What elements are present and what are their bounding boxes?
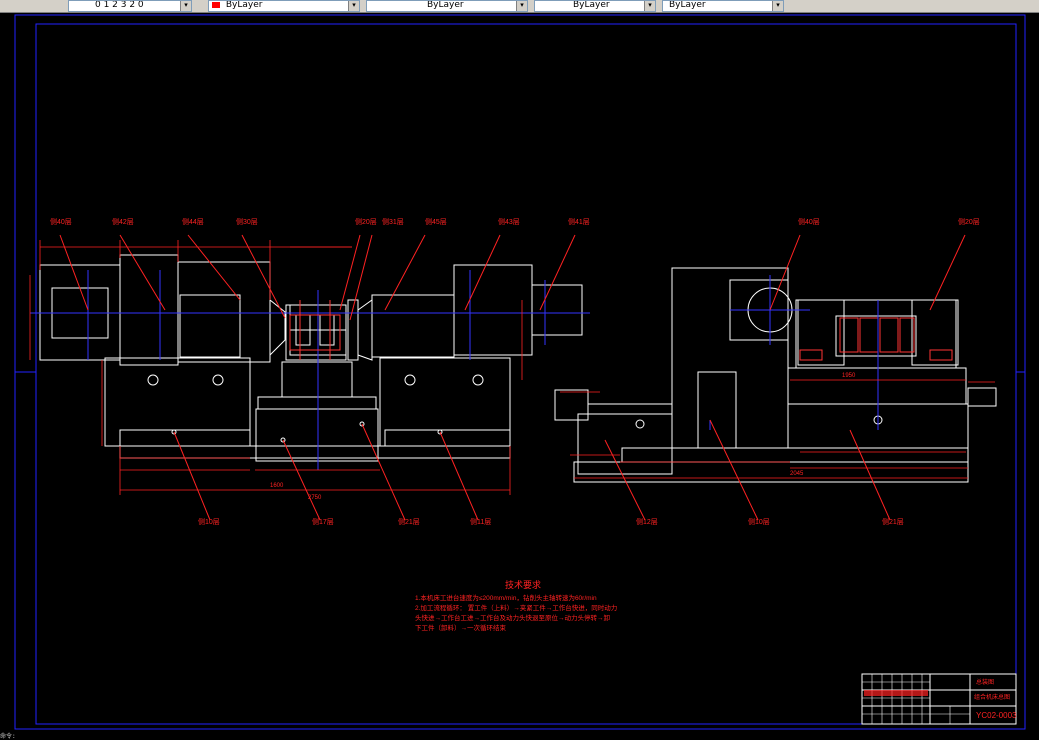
callout-top: 侧20层 bbox=[355, 217, 377, 226]
note-line: 头快进→工作台工进→工作台及动力头快退至原位→动力头停转→卸 bbox=[415, 613, 611, 622]
leader-lines bbox=[59, 234, 966, 521]
layer-dropdown[interactable]: 0 1 2 3 2 0 ▾ bbox=[68, 0, 192, 12]
lineweight-value: ByLayer bbox=[573, 0, 610, 10]
plotstyle-value: ByLayer bbox=[669, 0, 706, 10]
layer-value: 0 1 2 3 2 0 bbox=[95, 0, 144, 10]
chevron-down-icon: ▾ bbox=[180, 1, 191, 11]
callout-top: 侧40层 bbox=[50, 217, 72, 226]
callout-bottom: 侧10层 bbox=[748, 517, 770, 526]
note-line: 2.加工流程循环： 置工件（上料）→夹紧工件→工作台快进，同时动力 bbox=[415, 603, 617, 612]
chevron-down-icon: ▾ bbox=[516, 1, 527, 11]
linetype-dropdown[interactable]: ByLayer ▾ bbox=[366, 0, 528, 12]
plotstyle-dropdown[interactable]: ByLayer ▾ bbox=[662, 0, 784, 12]
command-line[interactable]: 命令: bbox=[0, 733, 16, 740]
dim-label: 1600 bbox=[270, 483, 284, 489]
callout-bottom: 侧21层 bbox=[398, 517, 420, 526]
callout-top: 侧44层 bbox=[182, 217, 204, 226]
callout-bottom: 侧10层 bbox=[198, 517, 220, 526]
title-block-sub: 组合机床总图 bbox=[974, 693, 1010, 701]
callout-top: 侧41层 bbox=[568, 217, 590, 226]
callout-top: 侧42层 bbox=[112, 217, 134, 226]
callout-bottom: 侧12层 bbox=[636, 517, 658, 526]
callout-top: 侧20层 bbox=[958, 217, 980, 226]
left-machine bbox=[39, 254, 583, 462]
callout-bottom: 侧11层 bbox=[470, 517, 491, 526]
callout-bottom: 侧17层 bbox=[312, 517, 334, 526]
callout-top: 侧40层 bbox=[798, 217, 820, 226]
technical-notes: 技术要求 1.本机床工进台速度为≤200mm/min，钻削头主轴转速为60r/m… bbox=[415, 579, 617, 632]
color-dropdown[interactable]: ByLayer ▾ bbox=[208, 0, 360, 12]
title-block-name: 总装图 bbox=[976, 678, 994, 686]
dim-label: 2750 bbox=[308, 495, 322, 501]
callout-labels: 侧40层 侧42层 侧44层 侧30层 侧20层 侧31层 侧45层 侧43层 … bbox=[50, 217, 980, 526]
lineweight-dropdown[interactable]: ByLayer ▾ bbox=[534, 0, 656, 12]
inner-frame bbox=[35, 23, 1017, 725]
callout-top: 侧43层 bbox=[498, 217, 520, 226]
dim-label: 2045 bbox=[790, 471, 804, 477]
chevron-down-icon: ▾ bbox=[348, 1, 359, 11]
color-value: ByLayer bbox=[225, 0, 263, 10]
color-swatch bbox=[212, 2, 220, 8]
callout-top: 侧31层 bbox=[382, 217, 404, 226]
drawing-canvas[interactable]: 侧40层 侧42层 侧44层 侧30层 侧20层 侧31层 侧45层 侧43层 … bbox=[0, 13, 1039, 735]
chevron-down-icon: ▾ bbox=[772, 1, 783, 11]
notes-title: 技术要求 bbox=[505, 579, 541, 590]
drawing-number: YC02-0003 bbox=[976, 711, 1017, 720]
callout-bottom: 侧21层 bbox=[882, 517, 904, 526]
note-line: 1.本机床工进台速度为≤200mm/min，钻削头主轴转速为60r/min bbox=[415, 593, 597, 602]
dimension-lines bbox=[29, 240, 995, 495]
callout-top: 侧30层 bbox=[236, 217, 258, 226]
note-line: 下工件（卸料）→一次循环结束 bbox=[415, 623, 507, 632]
linetype-value: ByLayer bbox=[427, 0, 464, 10]
right-machine bbox=[554, 267, 997, 483]
title-block: 总装图 组合机床总图 YC02-0003 bbox=[861, 673, 1017, 725]
properties-toolbar: 0 1 2 3 2 0 ▾ ByLayer ▾ ByLayer ▾ ByLaye… bbox=[0, 0, 1039, 13]
dim-label: 1950 bbox=[842, 373, 856, 379]
chevron-down-icon: ▾ bbox=[644, 1, 655, 11]
callout-top: 侧45层 bbox=[425, 217, 447, 226]
